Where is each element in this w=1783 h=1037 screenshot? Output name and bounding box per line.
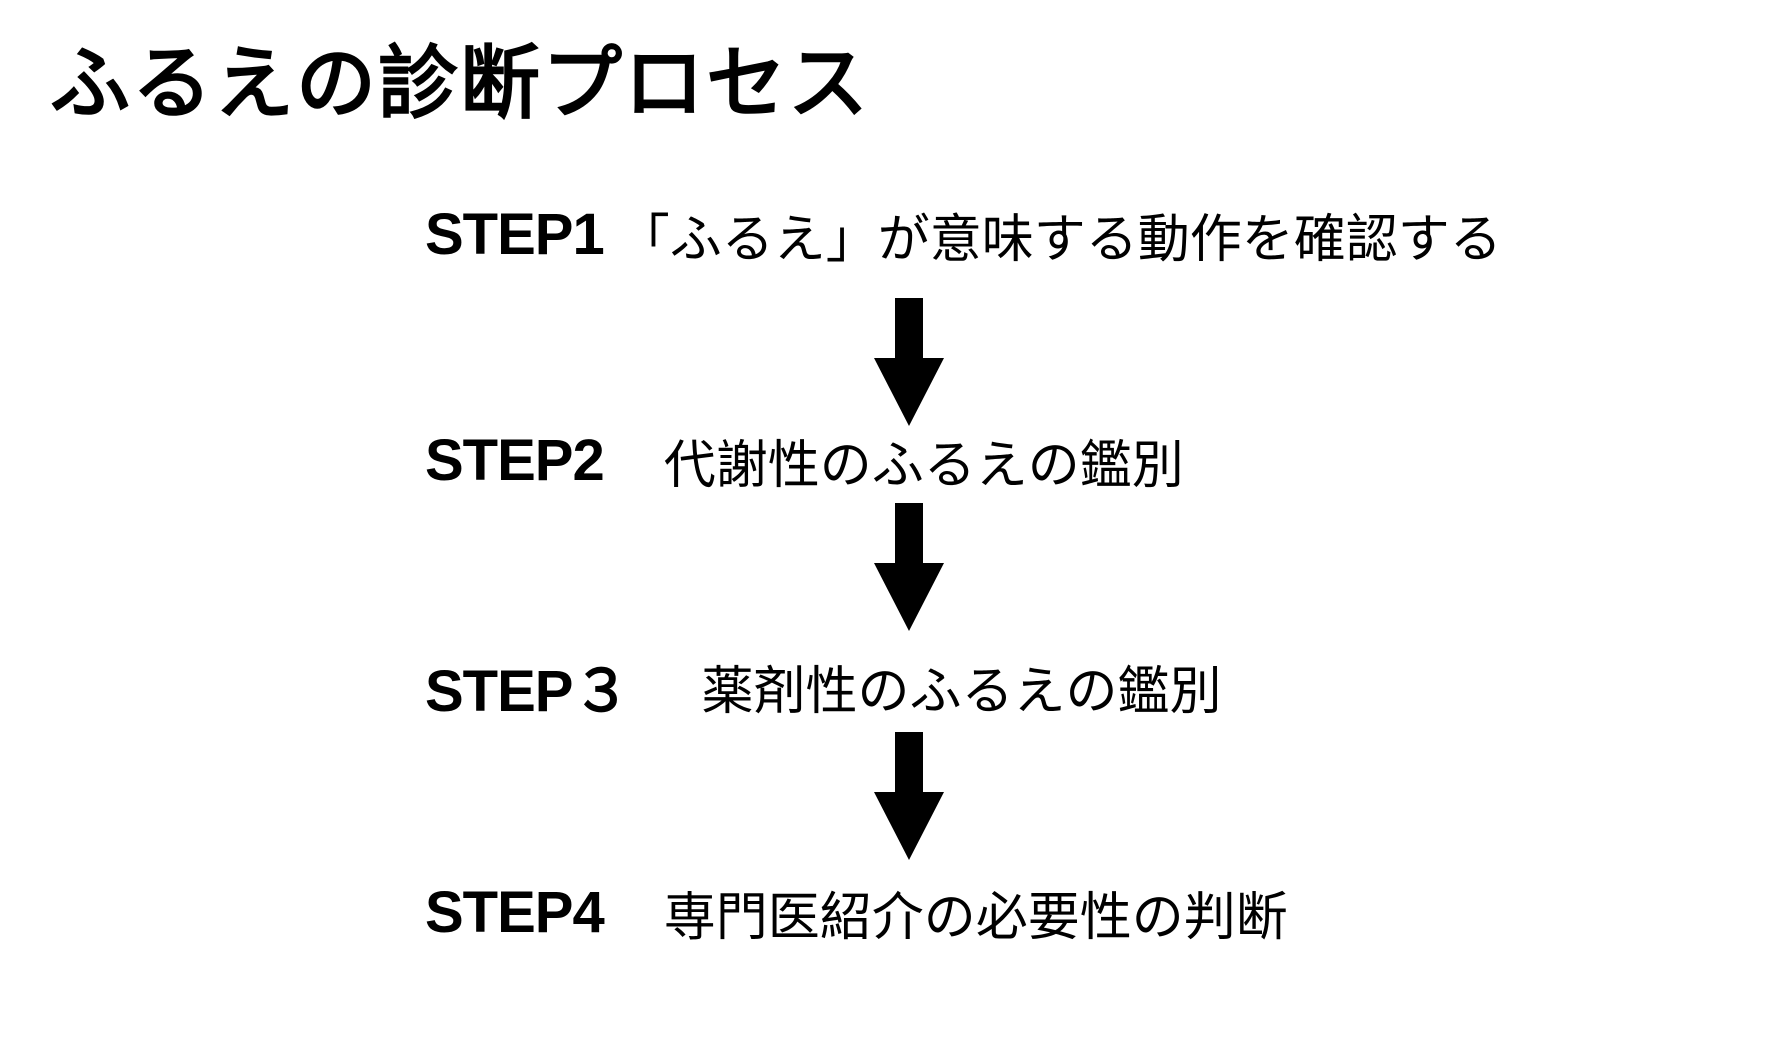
arrow-down-icon (874, 503, 944, 631)
page-title: ふるえの診断プロセス (50, 37, 870, 130)
step-3: STEP３ 薬剤性のふるえの鑑別 (425, 646, 1222, 726)
step-4: STEP4 専門医紹介の必要性の判断 (425, 872, 1288, 952)
arrow-down-icon (874, 732, 944, 860)
step-3-label: STEP３ (425, 659, 630, 724)
step-4-text: 専門医紹介の必要性の判断 (663, 887, 1288, 948)
step-4-label: STEP4 (425, 879, 605, 945)
step-2: STEP2 代謝性のふるえの鑑別 (425, 420, 1184, 500)
step-1: STEP1 「ふるえ」が意味する動作を確認する (425, 194, 1502, 274)
step-3-text: 薬剤性のふるえの鑑別 (701, 661, 1222, 722)
step-2-label: STEP2 (425, 427, 605, 493)
step-1-label: STEP1 (425, 201, 605, 267)
arrow-down-icon (874, 298, 944, 426)
step-1-text: 「ふるえ」が意味する動作を確認する (617, 209, 1502, 270)
step-2-text: 代謝性のふるえの鑑別 (663, 435, 1184, 496)
